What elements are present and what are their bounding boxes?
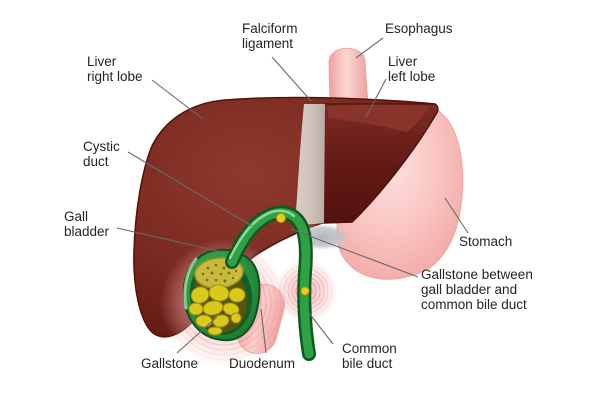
label-line: Cystic — [83, 139, 120, 154]
leader-gallstone-between — [290, 228, 419, 278]
label-line: Gallstone between — [421, 267, 533, 282]
leader-esophagus — [355, 37, 384, 59]
esophagus-shape — [328, 47, 369, 107]
label-line: Esophagus — [385, 21, 453, 36]
label-liver-left-lobe: Liver left lobe — [388, 54, 435, 84]
label-line: Stomach — [459, 234, 513, 249]
gallstone-at-duct-junction — [276, 213, 286, 223]
label-line: bile duct — [342, 356, 393, 371]
leader-lines — [116, 37, 469, 354]
label-line: gall bladder and — [421, 282, 518, 297]
label-line: Gallstone — [141, 356, 199, 371]
label-line: left lobe — [388, 69, 436, 84]
leader-liver-right-lobe — [151, 79, 204, 120]
label-line: Common — [342, 341, 397, 356]
label-falciform-ligament: Falciform ligament — [242, 21, 298, 51]
leader-liver-left-lobe — [365, 78, 387, 118]
leader-stomach — [444, 197, 469, 234]
liver-left-lobe-highlight — [328, 104, 430, 132]
label-stomach: Stomach — [459, 234, 512, 249]
label-line: ligament — [242, 36, 294, 51]
label-line: Liver — [388, 54, 418, 69]
label-line: Falciform — [242, 21, 298, 36]
leader-common-bile-duct — [308, 312, 334, 345]
gall-bladder-rim-highlight — [183, 257, 198, 310]
label-line: Gall — [64, 209, 89, 224]
leader-gallstone — [176, 316, 218, 354]
leader-falciform-ligament — [271, 56, 312, 102]
liver-left-lobe-shape — [323, 103, 439, 224]
label-line: duct — [83, 154, 109, 169]
label-line: bladder — [64, 224, 110, 239]
label-gallstone-between: Gallstone between gall bladder and commo… — [421, 267, 533, 312]
label-gall-bladder: Gall bladder — [64, 209, 109, 239]
bile-ducts-shape — [225, 205, 316, 361]
leader-duodenum — [260, 308, 267, 354]
label-common-bile-duct: Common bile duct — [342, 341, 397, 371]
gallstone-in-common-bile-duct — [300, 286, 310, 296]
label-duodenum: Duodenum — [229, 356, 295, 371]
label-line: Liver — [87, 54, 117, 69]
label-line: right lobe — [87, 69, 143, 84]
gallstones-cluster — [188, 284, 246, 336]
label-cystic-duct: Cystic duct — [83, 139, 120, 169]
falciform-ligament-shape — [295, 104, 325, 226]
label-gallstone: Gallstone — [141, 356, 198, 371]
label-line: common bile duct — [421, 297, 527, 312]
label-liver-right-lobe: Liver right lobe — [87, 54, 143, 84]
leader-gall-bladder — [116, 227, 223, 253]
duct-highlight — [228, 209, 296, 260]
label-esophagus: Esophagus — [385, 21, 453, 36]
label-line: Duodenum — [229, 356, 296, 371]
gall-bladder-shape — [182, 248, 261, 342]
leader-cystic-duct — [127, 151, 253, 227]
